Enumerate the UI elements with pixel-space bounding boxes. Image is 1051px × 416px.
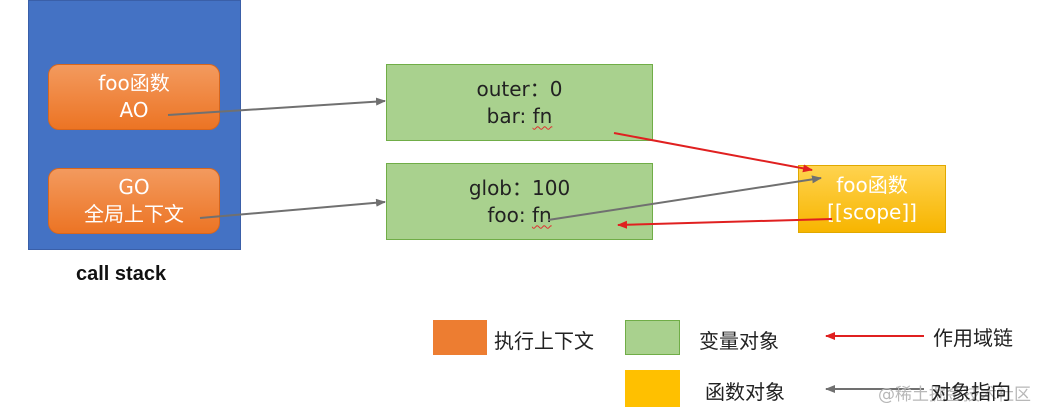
foo-function-object: foo函数 [[scope]] [798, 165, 946, 233]
foo-key: foo: [487, 202, 532, 227]
legend-object-reference-label: 对象指向 [931, 380, 1011, 404]
foo-value: fn [531, 202, 552, 227]
foo-variable: foo: fn [487, 202, 551, 229]
foo-activation-object: outer：0 bar: fn [386, 64, 653, 141]
watermark: @稀土掘金技术社区 [878, 385, 1031, 405]
bar-variable: bar: fn [487, 103, 553, 130]
bar-key: bar: [486, 103, 533, 128]
legend-execution-context-swatch [433, 320, 487, 355]
global-object: glob：100 foo: fn [386, 163, 653, 240]
scope-chain-arrow-to-go [617, 218, 833, 229]
function-object-scope: [[scope]] [827, 200, 917, 224]
global-context-title: GO [118, 175, 150, 199]
foo-context-title: foo函数 [98, 71, 170, 95]
foo-context-ao-label: AO [119, 98, 149, 122]
legend-variable-object-label: 变量对象 [699, 329, 779, 353]
legend-variable-object-swatch [625, 320, 680, 355]
go-reference-arrow [199, 198, 386, 219]
legend-function-object-label: 函数对象 [705, 380, 785, 404]
legend-function-object-swatch [625, 370, 680, 407]
call-stack-label: call stack [76, 263, 167, 285]
function-object-title: foo函数 [836, 173, 908, 197]
global-execution-context: GO 全局上下文 [48, 168, 220, 234]
global-context-label: 全局上下文 [84, 202, 184, 226]
foo-execution-context: foo函数 AO [48, 64, 220, 130]
legend-scope-chain-label: 作用域链 [933, 326, 1013, 350]
legend-execution-context-label: 执行上下文 [494, 329, 594, 353]
outer-variable: outer：0 [476, 76, 563, 101]
scope-chain-arrow-to-fn [613, 132, 813, 173]
ao-reference-arrow [167, 97, 386, 116]
fn-reference-arrow [547, 175, 822, 221]
glob-variable: glob：100 [468, 175, 571, 200]
bar-value: fn [532, 103, 553, 128]
